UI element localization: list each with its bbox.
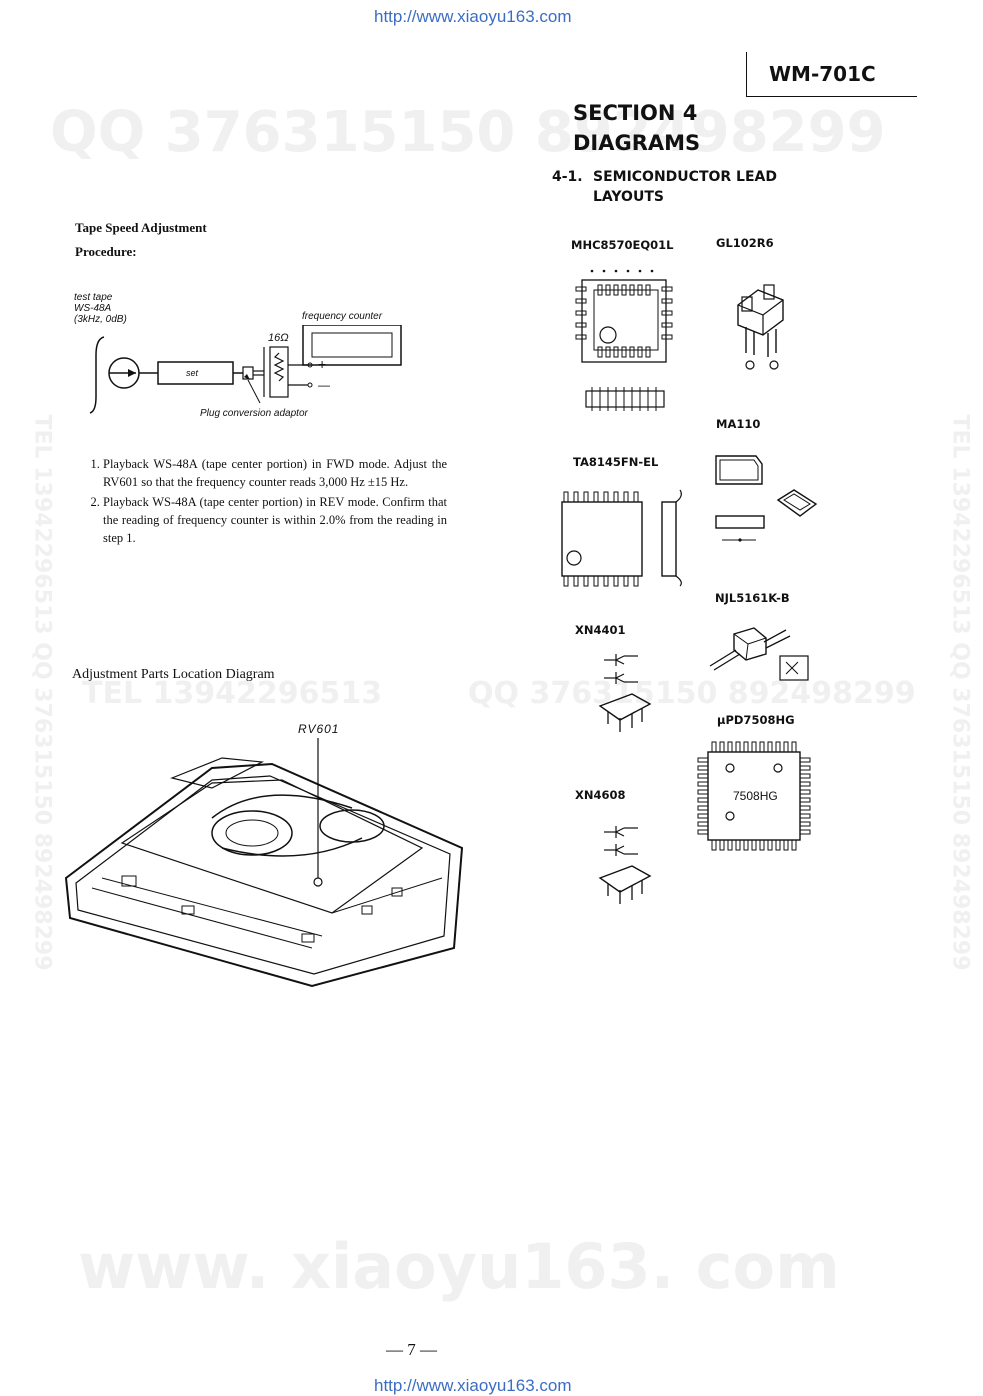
set-label: set bbox=[186, 368, 199, 378]
minus-terminal: — bbox=[318, 378, 330, 392]
part-label-njl5161k-b: NJL5161K-B bbox=[715, 591, 790, 605]
section-name: DIAGRAMS bbox=[573, 131, 701, 155]
part-label-gl102r6: GL102R6 bbox=[716, 236, 774, 250]
watermark-side-right: TEL 13942296513 QQ 376315150 892498299 bbox=[947, 414, 973, 971]
test-tape-label: test tape WS-48A (3kHz, 0dB) bbox=[74, 292, 127, 325]
section-title: SECTION 4 DIAGRAMS bbox=[573, 98, 700, 158]
part-label-ta8145fn-el: TA8145FN-EL bbox=[573, 455, 659, 469]
subsection-title: SEMICONDUCTOR LEAD LAYOUTS bbox=[593, 167, 777, 207]
model-box: WM-701C bbox=[746, 52, 917, 97]
resistor-label: 16Ω bbox=[268, 332, 289, 344]
upd7508hg-drawing bbox=[697, 741, 811, 851]
gl102r6-drawing bbox=[737, 284, 784, 370]
watermark-side-left: TEL 13942296513 QQ 376315150 892498299 bbox=[29, 414, 55, 971]
watermark-qq-top: QQ 376315150 892498299 bbox=[50, 100, 886, 165]
upd7508hg-chip-label: 7508HG bbox=[733, 789, 778, 803]
test-tape-line3: (3kHz, 0dB) bbox=[74, 314, 127, 325]
frequency-counter-label: frequency counter bbox=[302, 311, 383, 322]
part-label-xn4401: XN4401 bbox=[575, 623, 626, 637]
test-tape-line1: test tape bbox=[74, 292, 113, 303]
xn4608-drawing bbox=[598, 826, 652, 904]
part-label-mhc8570eq01l: MHC8570EQ01L bbox=[571, 238, 674, 252]
part-label-xn4608: XN4608 bbox=[575, 788, 626, 802]
header-url-link[interactable]: http://www.xiaoyu163.com bbox=[374, 7, 572, 26]
step-2: Playback WS-48A (tape center portion) in… bbox=[103, 493, 447, 547]
xn4401-drawing bbox=[598, 654, 652, 732]
parts-location-title: Adjustment Parts Location Diagram bbox=[72, 667, 275, 682]
footer-url-link[interactable]: http://www.xiaoyu163.com bbox=[374, 1376, 572, 1395]
page-number: — 7 — bbox=[386, 1340, 437, 1359]
plug-adaptor-label: Plug conversion adaptor bbox=[200, 408, 308, 419]
ma110-drawing bbox=[715, 455, 818, 542]
watermark-qq-middle: QQ 376315150 892498299 bbox=[468, 676, 916, 711]
parts-location-diagram bbox=[64, 738, 464, 988]
test-tape-line2: WS-48A bbox=[74, 303, 112, 314]
tape-speed-title: Tape Speed Adjustment bbox=[75, 220, 207, 235]
subsection-title-line1: SEMICONDUCTOR LEAD bbox=[593, 169, 777, 185]
mhc8570eq01l-drawing bbox=[575, 269, 673, 411]
part-label-upd7508hg: μPD7508HG bbox=[717, 713, 795, 727]
step-1: Playback WS-48A (tape center portion) in… bbox=[103, 455, 447, 491]
setup-diagram bbox=[89, 325, 402, 414]
subsection-number: 4-1. bbox=[552, 169, 583, 185]
watermark-tel-middle: TEL 13942296513 bbox=[82, 676, 383, 711]
procedure-steps: Playback WS-48A (tape center portion) in… bbox=[75, 455, 447, 549]
ta8145fn-el-drawing bbox=[561, 489, 682, 587]
subsection-title-line2: LAYOUTS bbox=[593, 189, 664, 205]
section-number: SECTION 4 bbox=[573, 101, 698, 125]
plus-terminal: + bbox=[318, 356, 327, 372]
rv601-label: RV601 bbox=[298, 722, 340, 736]
part-label-ma110: MA110 bbox=[716, 417, 761, 431]
watermark-site-bottom: www. xiaoyu163. com bbox=[78, 1230, 840, 1303]
njl5161k-b-drawing bbox=[709, 627, 809, 681]
procedure-label: Procedure: bbox=[75, 244, 137, 259]
model-number: WM-701C bbox=[769, 62, 876, 86]
